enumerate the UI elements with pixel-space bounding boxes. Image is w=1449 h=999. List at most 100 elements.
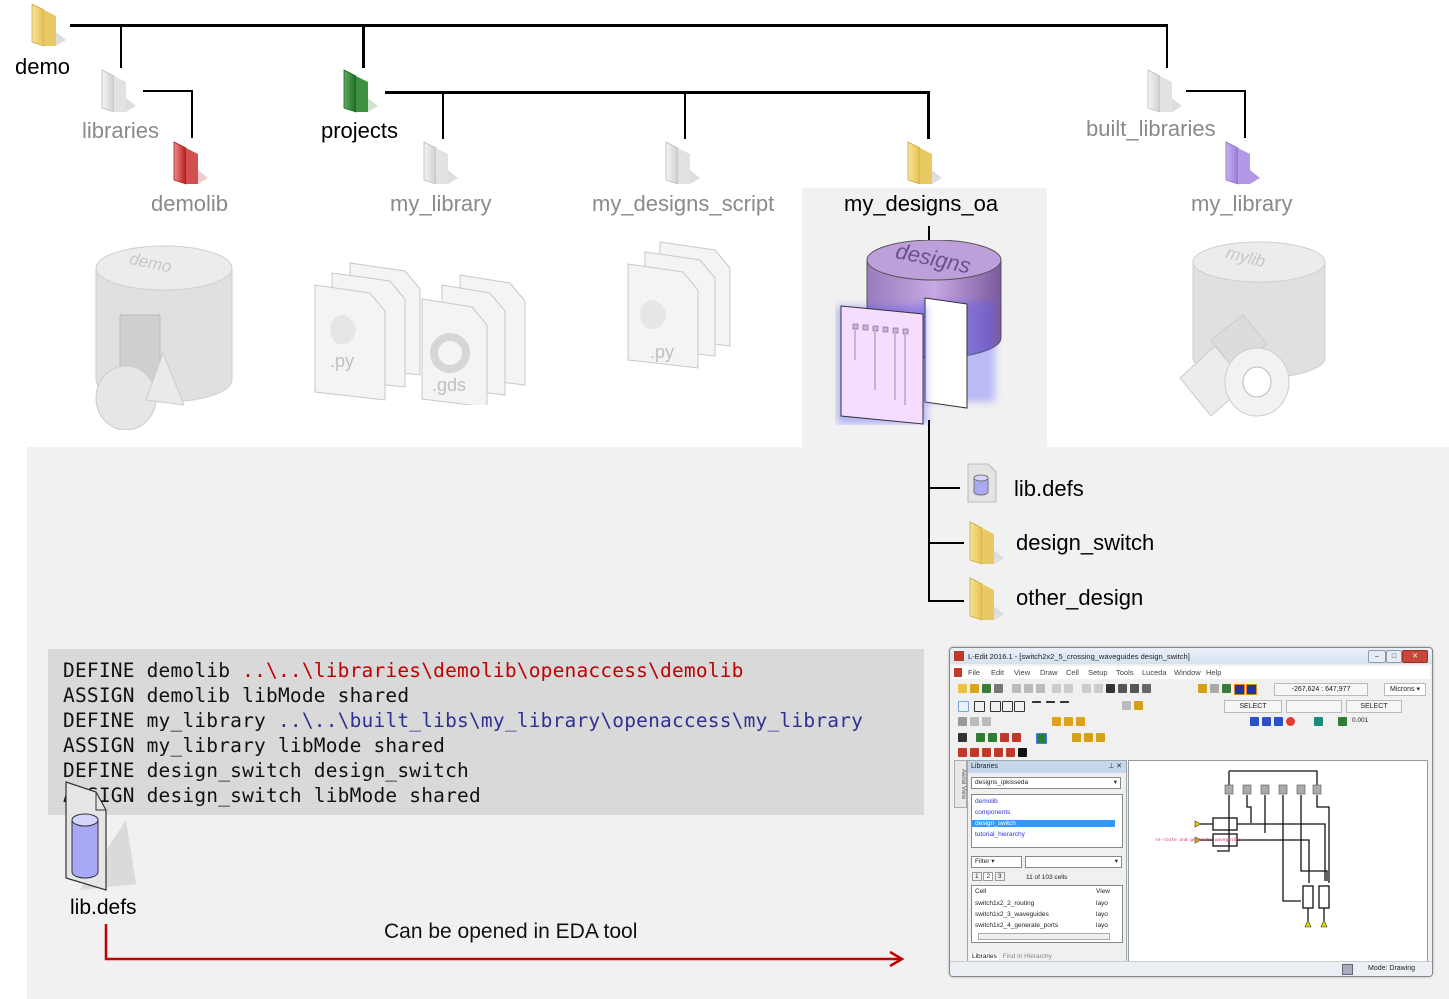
- lvs-icon[interactable]: [970, 748, 979, 757]
- drc-icon[interactable]: [976, 733, 985, 742]
- aerial-view-tab[interactable]: Aerial View: [954, 760, 967, 808]
- torus-tool-icon[interactable]: [1002, 701, 1013, 712]
- new-file-icon[interactable]: [958, 684, 967, 693]
- menu-file[interactable]: File: [968, 668, 981, 677]
- no-snap-icon[interactable]: [1286, 717, 1295, 726]
- cell-row[interactable]: switch1x2_4_generate_ports: [975, 922, 1059, 929]
- libdefs-large-file-icon[interactable]: [60, 780, 140, 895]
- pencil-icon[interactable]: [1198, 684, 1207, 693]
- menu-tools[interactable]: Tools: [1116, 668, 1134, 677]
- undo-icon[interactable]: [1052, 684, 1061, 693]
- measure-icon[interactable]: [1142, 684, 1151, 693]
- slice-icon[interactable]: [982, 717, 991, 726]
- library-item[interactable]: components: [975, 809, 1011, 816]
- open-file-icon[interactable]: [970, 684, 979, 693]
- tab-find-in-hierarchy[interactable]: Find in Hierarchy: [1002, 953, 1052, 960]
- menu-luceda[interactable]: Luceda: [1142, 668, 1167, 677]
- terminal-icon[interactable]: [1018, 748, 1027, 757]
- cell-row[interactable]: switch1x2_3_waveguides: [975, 911, 1049, 918]
- edit-tool-icon[interactable]: [958, 717, 967, 726]
- folder-gray-icon[interactable]: [662, 140, 702, 186]
- luceda-2-icon[interactable]: [1084, 733, 1093, 742]
- menu-view[interactable]: View: [1014, 668, 1031, 677]
- luceda-1-icon[interactable]: [1072, 733, 1081, 742]
- sim-icon[interactable]: [994, 748, 1003, 757]
- horizontal-scrollbar[interactable]: [978, 933, 1110, 940]
- folder-label-built-my-library[interactable]: my_library: [1191, 191, 1293, 216]
- folder-label-projects[interactable]: projects: [321, 118, 399, 143]
- folder-label-my-designs-script[interactable]: my_designs_script: [592, 191, 775, 216]
- zoom-fit-icon[interactable]: [1094, 684, 1103, 693]
- folder-label-demo[interactable]: demo: [15, 54, 71, 79]
- panel-pin-close-icon[interactable]: ⊥ ✕: [1108, 763, 1122, 770]
- cell-tool-3-icon[interactable]: [1076, 717, 1085, 726]
- maximize-button[interactable]: □: [1386, 650, 1402, 663]
- menu-edit[interactable]: Edit: [991, 668, 1004, 677]
- page-tab[interactable]: 3: [994, 872, 1005, 881]
- cell-table-header-cell[interactable]: Cell: [975, 888, 987, 895]
- paste-icon[interactable]: [1036, 684, 1045, 693]
- merge-icon[interactable]: [970, 717, 979, 726]
- oa-child-label-other-design[interactable]: other_design: [1016, 585, 1144, 610]
- luceda-3-icon[interactable]: [1096, 733, 1105, 742]
- folder-purple-icon[interactable]: [1222, 140, 1262, 186]
- save-all-icon[interactable]: [982, 684, 991, 693]
- triangle-tool-icon[interactable]: [1014, 701, 1025, 712]
- ruler-icon[interactable]: [1130, 684, 1139, 693]
- drc-run-icon[interactable]: [958, 748, 967, 757]
- folder-gray-icon[interactable]: [98, 68, 138, 114]
- drc-clear-icon[interactable]: [1000, 733, 1009, 742]
- folder-label-my-designs-oa[interactable]: my_designs_oa: [844, 191, 999, 216]
- snap-2-icon[interactable]: [1262, 717, 1271, 726]
- select-tool-icon[interactable]: [958, 701, 969, 712]
- minimize-button[interactable]: –: [1368, 650, 1386, 663]
- menu-draw[interactable]: Draw: [1040, 668, 1058, 677]
- redo-icon[interactable]: [1064, 684, 1073, 693]
- folder-yellow-icon[interactable]: [904, 140, 944, 186]
- snap-3-icon[interactable]: [1274, 717, 1283, 726]
- folder-label-my-library[interactable]: my_library: [390, 191, 492, 216]
- wrench-icon[interactable]: [1006, 748, 1015, 757]
- layer-icon[interactable]: [1338, 717, 1347, 726]
- grid-icon[interactable]: [1314, 717, 1323, 726]
- libdefs-large-label[interactable]: lib.defs: [70, 896, 137, 919]
- oa-child-label-libdefs[interactable]: lib.defs: [1014, 476, 1084, 501]
- folder-yellow-icon[interactable]: [966, 576, 1006, 622]
- box-tool-icon[interactable]: [974, 701, 985, 712]
- menu-window[interactable]: Window: [1174, 668, 1201, 677]
- library-list[interactable]: demolib components design_switch tutoria…: [971, 794, 1123, 848]
- page-tab[interactable]: 1: [972, 872, 982, 881]
- wand-icon[interactable]: [958, 733, 967, 742]
- libdefs-file-icon[interactable]: [966, 462, 1006, 506]
- library-icon[interactable]: [1222, 684, 1231, 693]
- cell-tool-2-icon[interactable]: [1064, 717, 1073, 726]
- folder-label-libraries[interactable]: libraries: [82, 118, 160, 143]
- pex-icon[interactable]: [982, 748, 991, 757]
- filter-select[interactable]: Filter ▾: [971, 856, 1022, 868]
- snap-value[interactable]: 0.001: [1352, 717, 1369, 724]
- wire-tool-icon[interactable]: [1032, 701, 1041, 712]
- library-item[interactable]: tutorial_hierarchy: [975, 831, 1025, 838]
- cross-section-icon[interactable]: [1118, 684, 1127, 693]
- library-combo[interactable]: designs_ipkisseda▾: [971, 777, 1121, 789]
- layer-1-icon[interactable]: [1234, 684, 1245, 695]
- library-item[interactable]: demolib: [975, 798, 998, 805]
- cell-row[interactable]: switch1x2_2_routing: [975, 900, 1035, 907]
- cell-tool-1-icon[interactable]: [1052, 717, 1061, 726]
- units-select[interactable]: Microns ▾: [1384, 683, 1426, 696]
- folder-label-demolib[interactable]: demolib: [151, 191, 229, 216]
- folder-gray-icon[interactable]: [1144, 68, 1184, 114]
- polygon-tool-icon[interactable]: [990, 701, 1001, 712]
- folder-yellow-icon[interactable]: [28, 2, 68, 48]
- ext-icon[interactable]: [988, 733, 997, 742]
- folder-red-icon[interactable]: [170, 140, 210, 186]
- page-tab-active[interactable]: 2: [983, 872, 994, 881]
- port-toggle-icon[interactable]: [1036, 733, 1047, 744]
- layer-11-icon[interactable]: [1246, 684, 1257, 695]
- line-tool-icon[interactable]: [1046, 701, 1055, 712]
- snap-1-icon[interactable]: [1250, 717, 1259, 726]
- find-icon[interactable]: [1106, 684, 1115, 693]
- folder-gray-icon[interactable]: [420, 140, 460, 186]
- oa-child-label-design-switch[interactable]: design_switch: [1016, 530, 1155, 555]
- menu-setup[interactable]: Setup: [1088, 668, 1108, 677]
